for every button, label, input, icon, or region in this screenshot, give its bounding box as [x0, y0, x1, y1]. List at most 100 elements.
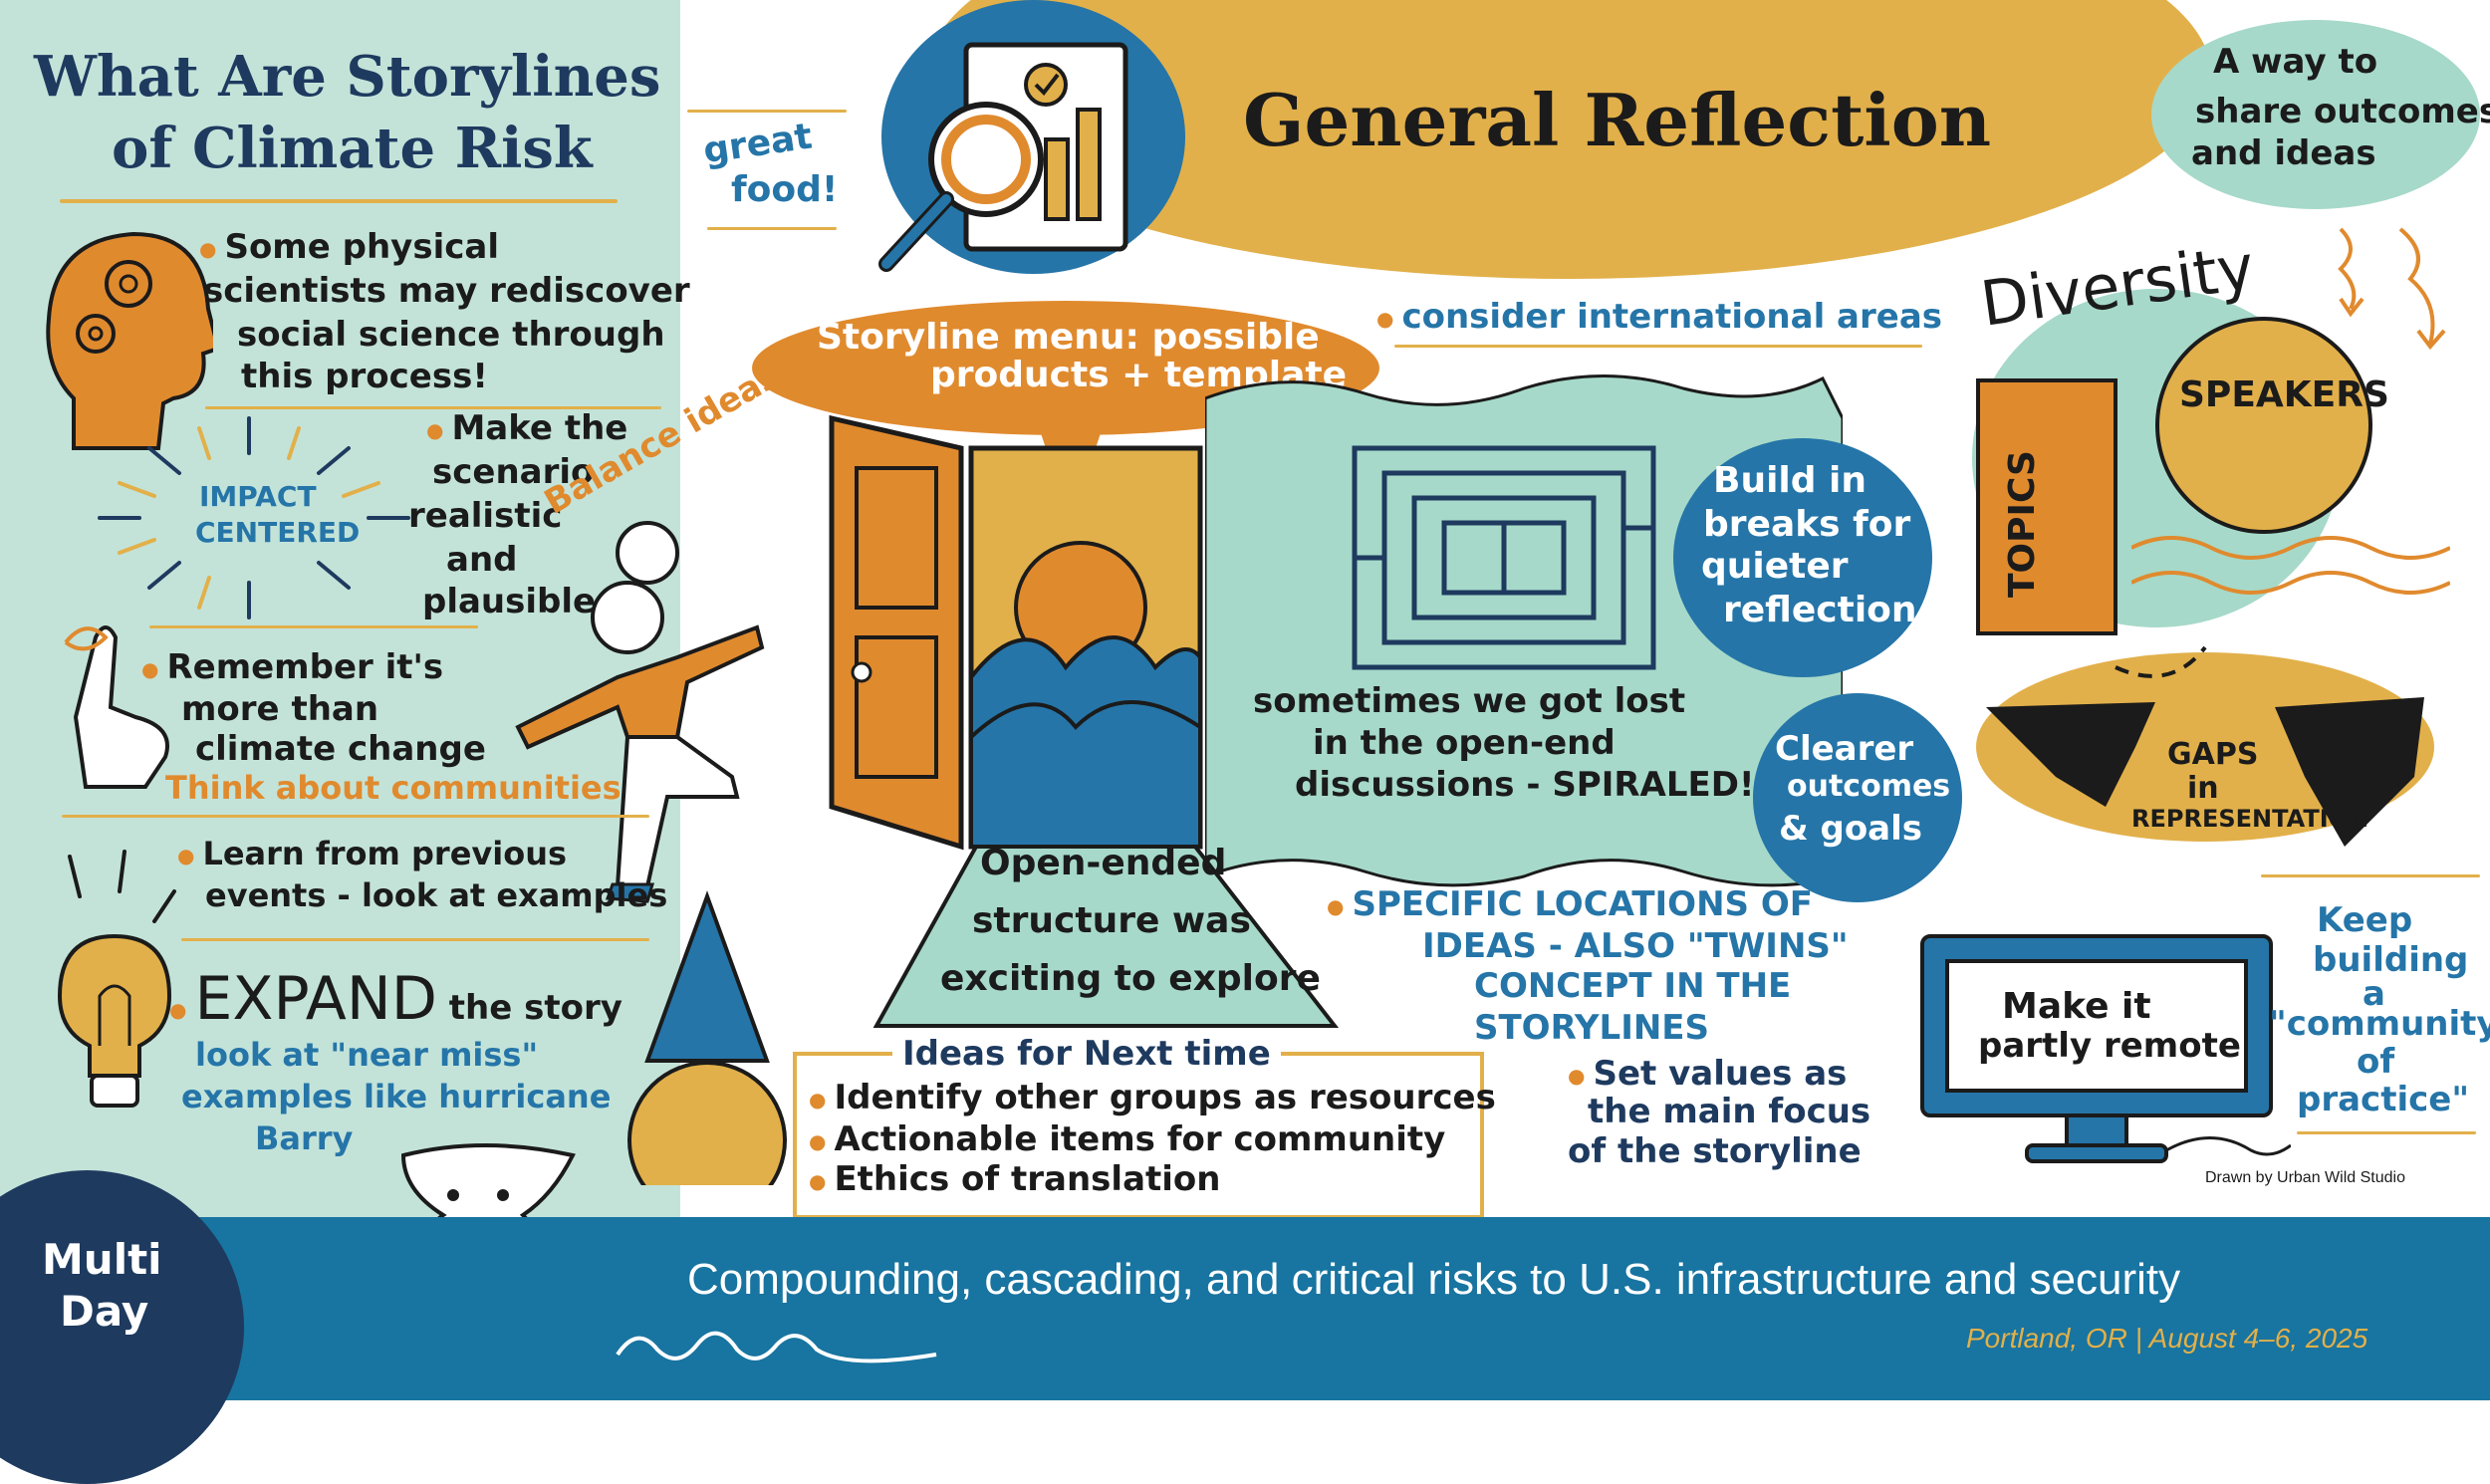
footer-subtitle: Portland, OR | August 4–6, 2025 — [1966, 1323, 2368, 1354]
breaks-line4: reflection — [1723, 590, 1917, 630]
balancing-person-illustration — [515, 521, 765, 903]
note1-line3: social science through — [237, 315, 665, 355]
clearer-line3: & goals — [1779, 809, 1923, 849]
topics-box — [1976, 378, 2117, 635]
divider-1 — [205, 406, 661, 409]
floor-mat — [872, 847, 1340, 1028]
storyline-menu-line1: Storyline menu: possible — [817, 317, 1320, 358]
specific-line1: SPECIFIC LOCATIONS OF — [1327, 884, 1813, 924]
keep-line1: Keep — [2317, 900, 2413, 940]
remote-line2: partly remote — [1978, 1026, 2241, 1066]
great-food-bottom-rule — [707, 227, 837, 230]
great-food-line2: food! — [731, 169, 839, 210]
ideas-item-2: Actionable items for community — [809, 1119, 1445, 1159]
note2-line4: and — [446, 540, 518, 580]
note2-line2: scenario — [432, 452, 595, 492]
title-underline — [60, 199, 618, 203]
note1-line4: this process! — [241, 357, 488, 396]
expand-sub-line3: Barry — [255, 1119, 354, 1157]
divider-4 — [181, 938, 649, 941]
note4-line1: Learn from previous — [177, 835, 567, 872]
note1-line1: Some physical — [199, 227, 499, 267]
gaps-line1: GAPS — [2167, 737, 2259, 772]
footer-band — [0, 1217, 2490, 1400]
specific-line3: CONCEPT IN THE — [1474, 966, 1792, 1006]
open-ended-line2: structure was — [972, 900, 1251, 941]
share-line1: A way to — [2213, 42, 2378, 82]
note2-line3: realistic — [408, 496, 563, 536]
remote-line1: Make it — [2002, 986, 2151, 1027]
open-door-illustration — [829, 414, 1203, 851]
breaks-circle — [1673, 438, 1932, 677]
topics-label: TOPICS — [2002, 450, 2043, 598]
international-label: consider international areas — [1376, 297, 1942, 337]
gaps-cliffs-illustration — [1976, 645, 2434, 847]
head-gears-icon — [46, 231, 213, 450]
speakers-circle — [2155, 317, 2372, 534]
badge-line2: Day — [60, 1287, 149, 1336]
footer-squiggle — [616, 1331, 937, 1363]
maze-panel — [1205, 374, 1843, 887]
note4-line2: events - look at examples — [205, 876, 668, 914]
magnifier-report-icon — [878, 42, 1128, 272]
representation-label: REPRESENTATION — [2131, 805, 2369, 833]
share-bubble — [2151, 20, 2480, 209]
breaks-line2: breaks for — [1703, 504, 1911, 545]
ideas-title: Ideas for Next time — [892, 1034, 1281, 1074]
right-divider — [2261, 874, 2480, 877]
note2-line1: Make the — [426, 408, 627, 448]
artist-credit: Drawn by Urban Wild Studio — [2205, 1169, 2405, 1186]
open-ended-line3: exciting to explore — [940, 958, 1321, 999]
great-food-top-rule — [687, 110, 847, 113]
specific-line4: STORYLINES — [1474, 1008, 1710, 1048]
expand-rest: the story — [448, 988, 622, 1028]
international-underline — [1394, 345, 1922, 348]
divider-2 — [149, 625, 478, 628]
footer-title: Compounding, cascading, and critical ris… — [687, 1255, 2181, 1304]
badge-line1: Multi — [42, 1235, 162, 1284]
set-values-line3: of the storyline — [1568, 1131, 1862, 1171]
spiraled-label: SPIRALED! — [1552, 765, 1755, 805]
set-values-line2: the main focus — [1588, 1092, 1871, 1131]
lost-line3: discussions - SPIRALED! — [1295, 765, 1755, 805]
note3-line1: Remember it's — [141, 647, 443, 687]
wave-lines — [2131, 536, 2450, 595]
expand-sub-line1: look at "near miss" — [195, 1036, 539, 1074]
keep-line5: of — [2357, 1042, 2395, 1082]
impact-line2: CENTERED — [195, 516, 361, 549]
set-values-line1: Set values as — [1568, 1054, 1847, 1094]
share-line2: share outcomes — [2195, 92, 2490, 131]
clearer-circle — [1753, 693, 1962, 902]
note3-sub: Think about communities — [165, 769, 622, 807]
keep-underline — [2297, 1131, 2476, 1134]
impact-burst-icon — [98, 416, 410, 619]
monitor-icon — [1920, 934, 2291, 1163]
expand-line: EXPAND the story — [169, 964, 622, 1034]
clearer-line2: outcomes — [1787, 769, 1951, 804]
keep-line2: building — [2313, 940, 2469, 980]
note2-line5: plausible — [422, 582, 597, 621]
breaks-line1: Build in — [1713, 460, 1868, 501]
divider-3 — [62, 815, 649, 818]
lost-line2: in the open-end — [1313, 723, 1616, 763]
ideas-item-1: Identify other groups as resources — [809, 1078, 1496, 1117]
clearer-line1: Clearer — [1775, 729, 1914, 769]
left-title-line2: of Climate Risk — [112, 116, 593, 181]
keep-line6: practice" — [2297, 1080, 2470, 1119]
lost-line1: sometimes we got lost — [1253, 681, 1686, 721]
ideas-item-3: Ethics of translation — [809, 1159, 1220, 1199]
header-title: General Reflection — [1243, 78, 1992, 162]
note3-line2: more than — [181, 689, 379, 729]
squiggle-arrows-icon — [2338, 227, 2446, 351]
lightbulb-icon — [57, 850, 176, 1108]
left-title-line1: What Are Storylines — [34, 44, 661, 110]
speakers-label: SPEAKERS — [2179, 374, 2389, 415]
keep-line3: a — [2363, 974, 2385, 1014]
expand-big: EXPAND — [194, 964, 437, 1034]
note1-line2: scientists may rediscover — [203, 271, 690, 311]
breaks-line3: quieter — [1701, 546, 1849, 587]
open-ended-line1: Open-ended — [980, 843, 1227, 883]
note3-line3: climate change — [195, 729, 486, 769]
gaps-line2: in — [2187, 771, 2219, 806]
great-food-line1: great — [700, 116, 815, 172]
